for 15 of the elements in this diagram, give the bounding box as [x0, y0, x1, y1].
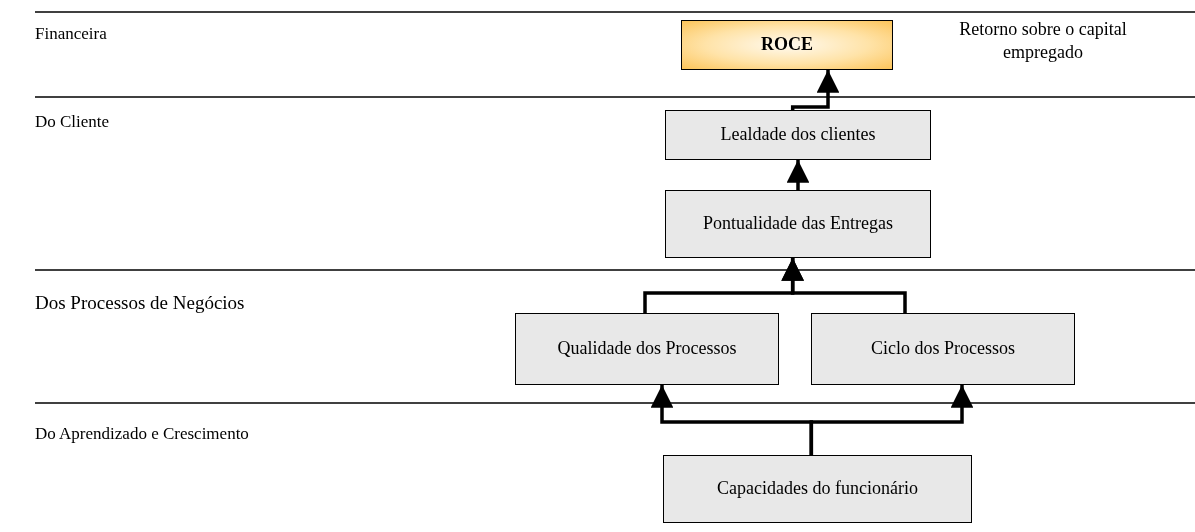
process-box: Qualidade dos Processos: [515, 313, 779, 385]
arrow: [809, 385, 974, 455]
lane-label: Dos Processos de Negócios: [35, 292, 245, 314]
arrow: [786, 160, 810, 190]
annotation-text: Retorno sobre o capital empregado: [958, 18, 1128, 63]
lane-label: Financeira: [35, 24, 107, 44]
process-box: Capacidades do funcionário: [663, 455, 972, 523]
arrow: [790, 70, 840, 110]
lane-label: Do Cliente: [35, 112, 110, 132]
process-box: Ciclo dos Processos: [811, 313, 1075, 385]
lane-label: Do Aprendizado e Crescimento: [35, 424, 249, 444]
process-box: Pontualidade das Entregas: [665, 190, 931, 258]
arrow: [781, 258, 907, 313]
goal-box: ROCE: [681, 20, 893, 70]
process-box: Lealdade dos clientes: [665, 110, 931, 160]
